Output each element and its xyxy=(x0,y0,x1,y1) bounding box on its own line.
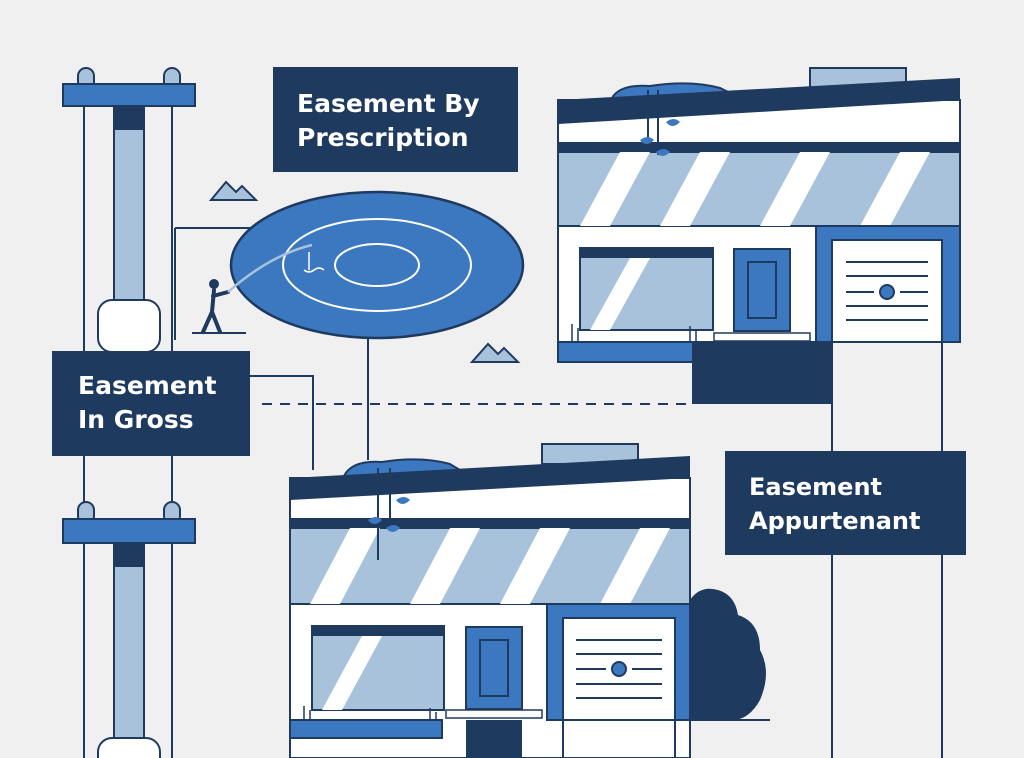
house-icon xyxy=(557,67,961,404)
label-line: Easement xyxy=(749,473,882,501)
easement-in-gross-label: Easement In Gross xyxy=(52,351,250,456)
easement-by-prescription-label: Easement By Prescription xyxy=(273,67,518,172)
bush-icon xyxy=(690,588,766,720)
utility-pole-icon xyxy=(62,501,196,758)
label-line: Easement By xyxy=(297,89,480,118)
pond-icon xyxy=(229,190,525,340)
label-line: Appurtenant xyxy=(749,507,921,535)
easement-appurtenant-label: Easement Appurtenant xyxy=(725,451,966,555)
label-line: Prescription xyxy=(297,123,469,152)
garage-door-icon xyxy=(831,239,943,343)
garage-door-icon xyxy=(562,617,676,721)
house-icon xyxy=(289,443,770,758)
label-line: Easement xyxy=(78,371,217,400)
mountain-icon xyxy=(469,342,521,363)
fisherman-icon xyxy=(192,243,313,334)
label-line: In Gross xyxy=(78,405,194,434)
mountain-icon xyxy=(208,180,259,201)
path-line xyxy=(250,375,314,470)
